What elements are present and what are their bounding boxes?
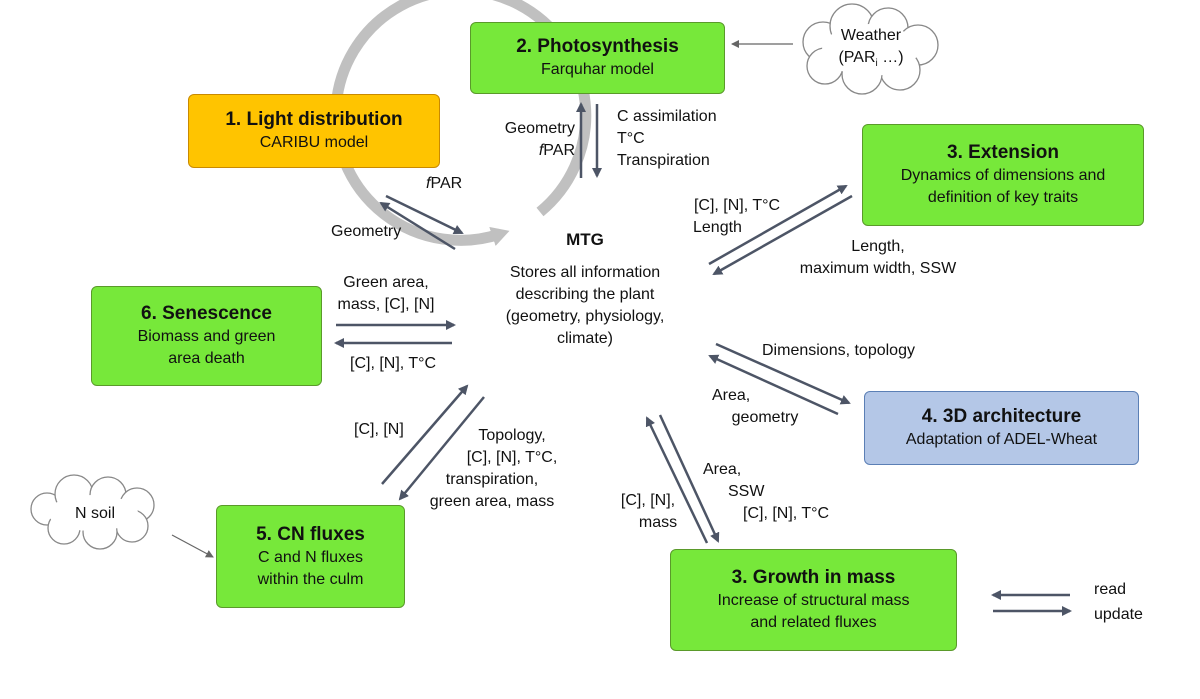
flow-line: mass, [C], [N]: [337, 296, 435, 313]
module-cn-fluxes: 5. CN fluxes C and N fluxes within the c…: [216, 505, 405, 608]
flow-line: mass: [638, 514, 678, 531]
flow-line: Area,: [703, 461, 742, 478]
module-senescence: 6. Senescence Biomass and green area dea…: [91, 286, 322, 386]
module-title: 3. Extension: [947, 142, 1059, 163]
flow-photo-read: Geometry fPAR: [470, 118, 575, 162]
flow-line: Transpiration: [617, 152, 710, 169]
module-subtitle: Increase of structural mass: [717, 592, 910, 609]
weather-cloud: [802, 3, 939, 95]
mtg-description-line: climate): [556, 330, 613, 347]
flow-light-update: fPAR: [426, 173, 462, 195]
flow-line: Geometry: [504, 120, 575, 137]
mtg-description-line: describing the plant: [515, 286, 655, 303]
arrow-extension-update: [712, 194, 853, 276]
module-title: 2. Photosynthesis: [516, 36, 679, 57]
weather-par: (PAR: [838, 49, 876, 66]
flow-par: PAR: [543, 142, 575, 159]
module-subtitle: area death: [168, 350, 245, 367]
mtg-center: MTG Stores all information describing th…: [470, 228, 700, 350]
legend-read-label: read: [1094, 581, 1127, 598]
flow-line: Green area,: [343, 274, 429, 291]
module-title: 5. CN fluxes: [256, 523, 365, 545]
arrow-cn-update: [381, 384, 469, 485]
mtg-description-line: Stores all information: [509, 264, 661, 281]
flow-line: transpiration,: [445, 471, 539, 488]
module-subtitle: Farquhar model: [541, 61, 654, 78]
flow-architecture-update: Area, geometry: [700, 385, 830, 429]
weather-sub: i: [875, 58, 878, 70]
flow-line: Area,: [712, 387, 751, 404]
module-extension: 3. Extension Dynamics of dimensions and …: [862, 124, 1144, 226]
module-subtitle: Biomass and green: [137, 328, 276, 345]
module-title: 4. 3D architecture: [921, 406, 1082, 427]
arrow-growth-update: [645, 416, 709, 544]
module-subtitle: definition of key traits: [927, 189, 1079, 206]
flow-line: maximum width, SSW: [799, 260, 957, 277]
arrow-light-read: [379, 201, 456, 251]
module-subtitle: and related fluxes: [750, 614, 877, 631]
weather-line1: Weather: [840, 27, 902, 44]
arrow-architecture-read: [715, 342, 851, 405]
flow-line: C assimilation: [617, 108, 717, 125]
flow-architecture-read: Dimensions, topology: [762, 342, 915, 359]
nsoil-label: N soil: [74, 505, 115, 522]
flow-growth-update: [C], [N], mass: [608, 490, 688, 534]
flow-line: [C], [N], T°C: [693, 197, 781, 214]
module-subtitle: CARIBU model: [259, 134, 369, 151]
arrow-light-update: [385, 194, 464, 235]
flow-line: T°C: [617, 130, 645, 147]
arrow-nsoil: [171, 534, 214, 558]
mtg-description-line: (geometry, physiology,: [505, 308, 665, 325]
flow-senescence-update: Green area, mass, [C], [N]: [326, 272, 446, 316]
weather-line2: (PARi …): [826, 47, 916, 75]
flow-line: geometry: [731, 409, 799, 426]
flow-line: Length,: [851, 238, 905, 255]
flow-light-read: Geometry: [331, 223, 402, 240]
module-title: 1. Light distribution: [225, 109, 403, 130]
flow-line: [C], [N], T°C,: [466, 449, 558, 466]
flow-growth-read: Area, SSW [C], [N], T°C: [703, 459, 829, 525]
module-subtitle: Dynamics of dimensions and: [900, 167, 1106, 184]
module-subtitle: Adaptation of ADEL-Wheat: [905, 431, 1098, 448]
flow-line: Length: [693, 219, 742, 236]
flow-par: PAR: [430, 175, 463, 192]
flow-cn-read: Topology, [C], [N], T°C, transpiration, …: [412, 425, 572, 513]
arrow-cn-read: [398, 396, 485, 501]
module-photosynthesis: 2. Photosynthesis Farquhar model: [470, 22, 725, 94]
flow-cn-update: [C], [N]: [354, 421, 404, 438]
flow-f: f: [426, 175, 431, 192]
module-subtitle: C and N fluxes: [258, 548, 363, 566]
flow-photo-update: C assimilation T°C Transpiration: [617, 106, 717, 172]
flow-senescence-read: [C], [N], T°C: [350, 355, 437, 372]
flow-extension-read: [C], [N], T°C Length: [678, 195, 796, 239]
arrow-architecture-update: [708, 354, 839, 416]
mtg-title: MTG: [566, 230, 604, 249]
flow-line: [C], [N], T°C: [743, 505, 830, 522]
weather-rest: …): [877, 49, 904, 66]
flow-line: SSW: [728, 483, 765, 500]
module-subtitle: within the culm: [257, 570, 364, 588]
flow-line: [C], [N],: [620, 492, 676, 509]
flow-line: fPAR: [470, 140, 575, 162]
nsoil-cloud: [30, 474, 155, 550]
flow-line: Topology,: [478, 427, 546, 444]
flow-line: green area, mass: [429, 493, 555, 510]
module-title: 3. Growth in mass: [731, 567, 896, 588]
module-light-distribution: 1. Light distribution CARIBU model: [188, 94, 440, 168]
module-growth-in-mass: 3. Growth in mass Increase of structural…: [670, 549, 957, 651]
module-3d-architecture: 4. 3D architecture Adaptation of ADEL-Wh…: [864, 391, 1139, 465]
legend-update-label: update: [1094, 606, 1143, 623]
module-title: 6. Senescence: [141, 303, 272, 324]
arrow-extension-read: [708, 184, 848, 266]
flow-f: f: [538, 142, 544, 159]
arrow-growth-read: [658, 414, 720, 543]
flow-extension-update: Length, maximum width, SSW: [778, 236, 978, 280]
weather-label: Weather (PARi …): [826, 25, 916, 75]
